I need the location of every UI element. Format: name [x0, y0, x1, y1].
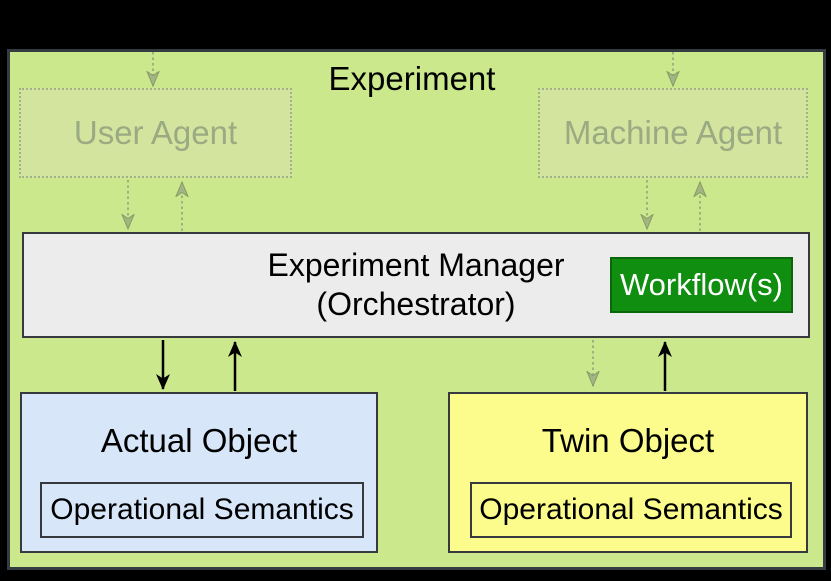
experiment-title: Experiment: [328, 60, 496, 97]
actual-operational-semantics-label: Operational Semantics: [50, 493, 354, 526]
machine-agent-node: Machine Agent: [538, 88, 808, 178]
twin-object-node: Twin Object Operational Semantics: [448, 392, 808, 553]
twin-operational-semantics-node: Operational Semantics: [470, 482, 792, 538]
experiment-manager-label-line2: (Orchestrator): [316, 286, 516, 322]
workflow-node: Workflow(s): [610, 257, 793, 313]
workflow-label: Workflow(s): [619, 267, 784, 302]
actual-operational-semantics-node: Operational Semantics: [40, 482, 364, 538]
twin-object-label: Twin Object: [541, 422, 715, 459]
actual-object-label: Actual Object: [100, 422, 298, 459]
experiment-manager-node: Experiment Manager (Orchestrator): [22, 232, 810, 338]
twin-operational-semantics-label: Operational Semantics: [479, 493, 783, 526]
user-agent-label: User Agent: [73, 114, 238, 151]
machine-agent-label: Machine Agent: [563, 114, 783, 151]
user-agent-node: User Agent: [19, 88, 292, 178]
actual-object-node: Actual Object Operational Semantics: [20, 392, 378, 553]
experiment-manager-label-line1: Experiment Manager: [267, 247, 565, 283]
